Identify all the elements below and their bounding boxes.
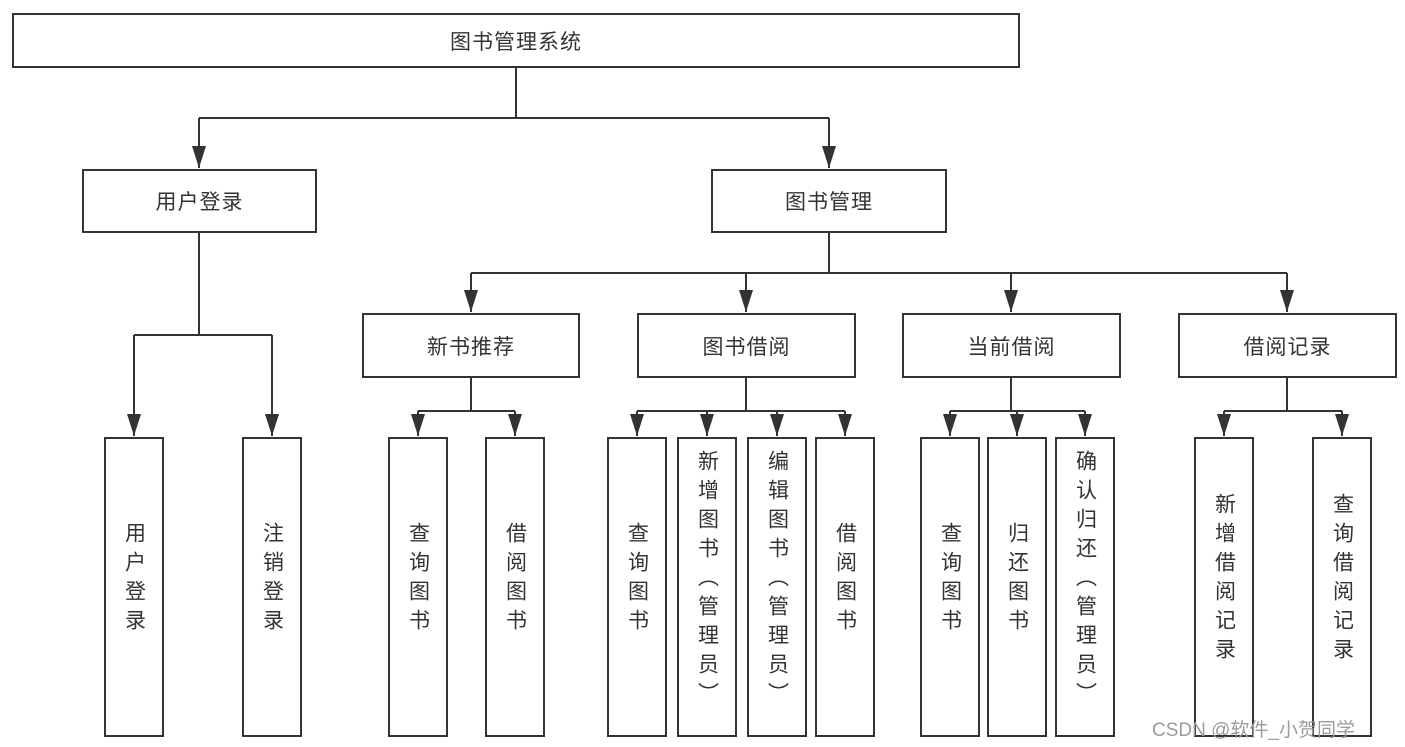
leaf-logout-label: 注销登录 [260,522,284,638]
leaf-borrow-book-label: 借阅图书 [833,522,857,638]
leaf-logout: 注销登录 [242,437,302,737]
leaf-edit-book-admin-label: 编辑图书（管理员） [765,449,789,711]
leaf-confirm-return-admin: 确认归还（管理员） [1055,437,1115,737]
leaf-return-book: 归还图书 [987,437,1047,737]
leaf-edit-book-admin: 编辑图书（管理员） [747,437,807,737]
csdn-watermark: CSDN @软件_小贺同学 [1152,720,1355,741]
node-book-management: 图书管理 [711,169,947,233]
leaf-user-login: 用户登录 [104,437,164,737]
leaf-current-query-book: 查询图书 [920,437,980,737]
leaf-borrow-query-book: 查询图书 [607,437,667,737]
root-node-system-title: 图书管理系统 [12,13,1020,68]
leaf-recommend-query-book-label: 查询图书 [406,522,430,638]
leaf-query-borrow-record-label: 查询借阅记录 [1330,493,1354,667]
leaf-recommend-borrow-book: 借阅图书 [485,437,545,737]
leaf-confirm-return-admin-label: 确认归还（管理员） [1073,449,1097,711]
leaf-recommend-borrow-book-label: 借阅图书 [503,522,527,638]
leaf-return-book-label: 归还图书 [1005,522,1029,638]
node-book-borrow: 图书借阅 [637,313,856,378]
leaf-borrow-query-book-label: 查询图书 [625,522,649,638]
leaf-query-borrow-record: 查询借阅记录 [1312,437,1372,737]
leaf-current-query-book-label: 查询图书 [938,522,962,638]
node-user-login: 用户登录 [82,169,317,233]
leaf-borrow-book: 借阅图书 [815,437,875,737]
node-borrow-records: 借阅记录 [1178,313,1397,378]
node-current-borrow: 当前借阅 [902,313,1121,378]
node-new-book-recommend: 新书推荐 [362,313,580,378]
leaf-recommend-query-book: 查询图书 [388,437,448,737]
leaf-add-book-admin: 新增图书（管理员） [677,437,737,737]
leaf-add-borrow-record-label: 新增借阅记录 [1212,493,1236,667]
leaf-add-borrow-record: 新增借阅记录 [1194,437,1254,737]
leaf-user-login-label: 用户登录 [122,522,146,638]
leaf-add-book-admin-label: 新增图书（管理员） [695,449,719,711]
